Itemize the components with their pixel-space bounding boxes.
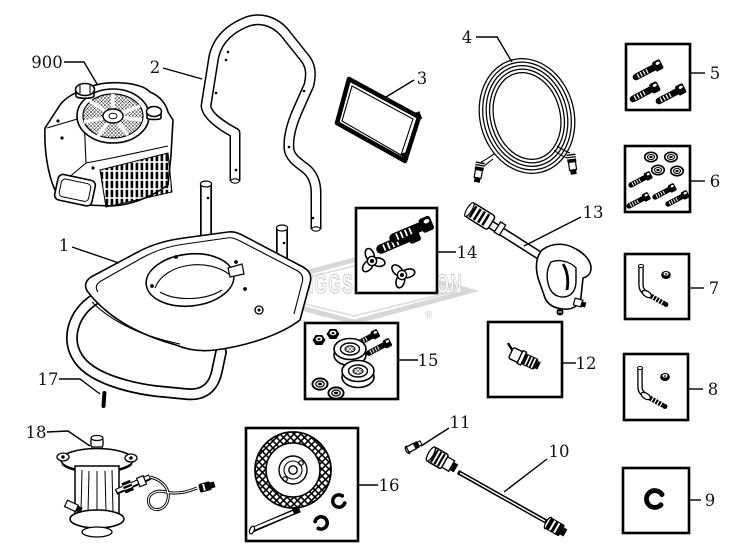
hose-end-fitting-left (471, 160, 486, 184)
part-label-9: 9 (705, 491, 716, 510)
wand-coupler-end (543, 516, 568, 537)
hose-end-fitting-right (565, 152, 579, 176)
nozzle-icon (507, 342, 541, 370)
part-gun-illustration (464, 202, 592, 316)
part-label-6: 6 (710, 172, 721, 191)
watermark-diamond-inner (251, 265, 457, 317)
leader-10 (503, 458, 548, 493)
leader-11 (420, 427, 450, 447)
gun-trigger (561, 263, 570, 291)
frame-post-bracket (254, 305, 264, 315)
part-label-18: 18 (26, 423, 47, 442)
leader-4 (476, 36, 513, 63)
leader-13 (523, 216, 582, 247)
wand-nozzle-end (425, 446, 459, 473)
washer-icon (643, 151, 659, 163)
kit-box-7 (623, 252, 691, 321)
leader-3 (385, 79, 415, 98)
engine-muffler (53, 173, 97, 207)
leader-lines (46, 36, 705, 501)
kit-box-14 (354, 206, 437, 295)
frame-engine-hole (145, 252, 245, 308)
part-label-10: 10 (549, 442, 570, 461)
kit-box-15 (303, 321, 400, 401)
engine-fuel-cap (74, 82, 96, 100)
washer-icon (650, 164, 666, 176)
washer-icon (663, 151, 679, 163)
bearing-icon (341, 359, 375, 389)
part-engine-illustration (44, 81, 174, 208)
washer-icon (327, 386, 345, 400)
part-label-11: 11 (450, 413, 471, 432)
leader-2 (162, 67, 203, 80)
part-label-13: 13 (583, 203, 604, 222)
kit-box-9 (621, 466, 691, 535)
kit-box-6 (623, 144, 690, 214)
engine-oil-cap (145, 105, 163, 121)
part-wand-illustration (425, 446, 568, 537)
gun-barrel-grip (464, 202, 507, 237)
kit-box-8 (622, 352, 690, 422)
axle-icon (248, 505, 301, 535)
part-panel-illustration (334, 76, 423, 164)
part-label-7: 7 (709, 279, 720, 298)
part-label-14: 14 (457, 243, 478, 262)
washer-icon (669, 165, 685, 177)
part-label-12: 12 (576, 354, 597, 373)
kit-box-9-outline (621, 466, 691, 535)
part-pump-illustration (56, 434, 216, 538)
engine-cooling-fins (99, 152, 173, 208)
wheel-icon (254, 431, 332, 509)
kit-box-12 (486, 320, 564, 399)
part-label-900: 900 (31, 53, 63, 72)
pump-outlet (114, 474, 152, 495)
part-label-8: 8 (708, 380, 719, 399)
part-number-labels: 900 1 2 3 4 5 6 7 8 9 10 11 12 13 14 15 … (26, 28, 721, 510)
pump-hose-loop (146, 475, 216, 512)
kit-box-5 (624, 42, 692, 112)
part-label-16: 16 (379, 476, 400, 495)
leader-17 (59, 378, 101, 395)
pump-siphon-barb (63, 499, 83, 514)
gun-trigger-guard (546, 259, 577, 298)
part-label-3: 3 (417, 69, 428, 88)
part-handle-illustration (200, 14, 322, 232)
leader-900 (64, 61, 98, 85)
part-label-5: 5 (710, 64, 721, 83)
part-label-2: 2 (150, 58, 161, 77)
watermark-registered-icon: ® (425, 310, 433, 321)
part-label-4: 4 (462, 28, 473, 47)
watermark-diamond-outer (228, 257, 480, 325)
part-fitting-11-illustration (404, 440, 423, 455)
part-label-17: 17 (38, 370, 59, 389)
kit-box-8-outline (622, 352, 690, 422)
washer-icon (311, 377, 329, 391)
frame-foot-tube (65, 293, 227, 401)
kit-box-16 (244, 426, 360, 543)
part-hose-illustration (471, 58, 579, 184)
part-label-1: 1 (59, 236, 70, 255)
part-pin-17-illustration (101, 391, 107, 408)
part-label-15: 15 (418, 351, 439, 370)
leader-1 (71, 246, 120, 264)
kit-box-7-outline (623, 252, 691, 321)
part-frame-illustration (65, 180, 312, 401)
pump-body (69, 465, 125, 538)
leader-18 (46, 430, 91, 447)
